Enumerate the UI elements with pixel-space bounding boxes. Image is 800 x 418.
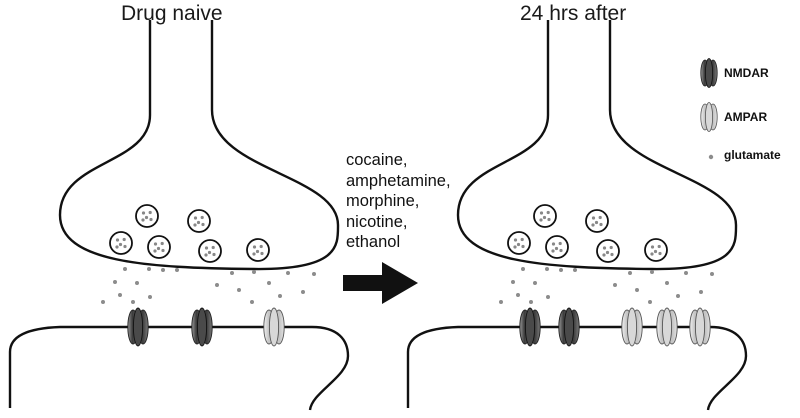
drug-item: amphetamine, bbox=[346, 171, 451, 190]
drug-item: morphine, bbox=[346, 192, 420, 210]
drug-list: cocaine, amphetamine, morphine, nicotine… bbox=[346, 150, 451, 253]
nmdar-receptor bbox=[191, 307, 213, 347]
nmdar-receptor bbox=[558, 307, 580, 347]
legend-item-glutamate: glutamate bbox=[692, 140, 800, 170]
legend-label-glutamate: glutamate bbox=[724, 148, 781, 162]
drug-item: cocaine, bbox=[346, 151, 408, 169]
right-arrow-icon bbox=[343, 262, 418, 304]
ampar-receptor bbox=[656, 307, 678, 347]
ampar-receptor bbox=[689, 307, 711, 347]
nmdar-receptor bbox=[519, 307, 541, 347]
drug-item: nicotine, bbox=[346, 212, 408, 231]
ampar-receptor bbox=[621, 307, 643, 347]
ampar-receptor bbox=[263, 307, 285, 347]
legend-item-nmdar: NMDAR bbox=[692, 58, 800, 88]
legend-label-ampar: AMPAR bbox=[724, 110, 768, 124]
drug-naive-title: Drug naive bbox=[121, 2, 223, 25]
nmdar-receptor bbox=[127, 307, 149, 347]
legend-label-nmdar: NMDAR bbox=[724, 66, 769, 80]
synapse-drug-naive bbox=[10, 20, 348, 410]
legend-item-ampar: AMPAR bbox=[692, 102, 800, 132]
nmdar-icon bbox=[700, 58, 718, 88]
glutamate-dot-icon bbox=[708, 154, 714, 160]
post-drug-title: 24 hrs after bbox=[520, 2, 627, 25]
ampar-icon bbox=[700, 102, 718, 132]
drug-item: ethanol bbox=[346, 233, 401, 251]
